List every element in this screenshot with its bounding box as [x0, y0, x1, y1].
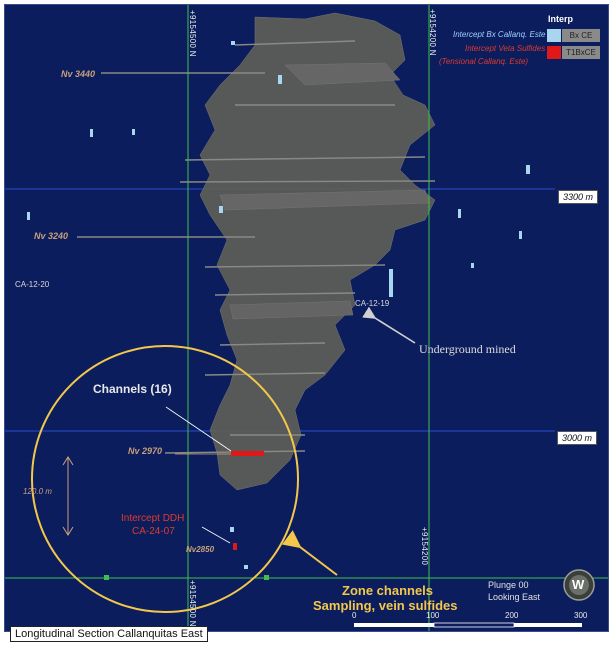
- section-svg: [5, 5, 608, 631]
- dimension-label: 120.0 m: [23, 487, 52, 496]
- grid-node: [104, 575, 109, 580]
- zone-channels-label: Zone channels: [342, 583, 434, 598]
- grid-node: [264, 575, 269, 580]
- dimension-arrow: [62, 456, 74, 536]
- scale-tick-200: 200: [505, 611, 519, 620]
- grid-label-bottom-right: +9154200: [420, 527, 429, 566]
- grid-label-top-left: +9154500 N: [188, 10, 197, 57]
- zone-arrow: [281, 530, 338, 576]
- ddh-leader: [201, 526, 231, 544]
- drillhole-ca-12-19: CA-12-19: [355, 299, 390, 308]
- scale-tick-0: 0: [352, 611, 357, 620]
- legend-item-tensional-text: (Tensional Callanq. Este): [439, 57, 529, 66]
- elevation-label-3300: 3300 m: [558, 190, 599, 204]
- legend-box-bx: Bx CE: [562, 29, 600, 42]
- scale-bar: [354, 622, 582, 628]
- grid-label-top-right: +9154200 N: [428, 9, 437, 56]
- underground-mined-label: Underground mined: [419, 342, 516, 356]
- intercept-ddh-label: Intercept DDH: [121, 513, 185, 524]
- elevation-label-3000: 3000 m: [557, 431, 598, 445]
- channels-label: Channels (16): [93, 382, 172, 396]
- section-view: Interp Intercept Bx Callanq. Este Bx CE …: [4, 4, 609, 632]
- channel-intercept: [231, 451, 264, 456]
- drillhole-ca-12-20: CA-12-20: [15, 280, 50, 289]
- looking-label: Looking East: [488, 592, 541, 602]
- compass-letter: W: [572, 577, 585, 592]
- legend-item-sulfides-text: Intercept Veta Sulfides: [465, 44, 546, 53]
- plunge-label: Plunge 00: [488, 580, 529, 590]
- legend-swatch-sulfides: [547, 46, 561, 59]
- scale-tick-300: 300: [574, 611, 588, 620]
- scale-tick-100: 100: [426, 611, 440, 620]
- zone-circle: [31, 345, 299, 613]
- intercept-hole-label: CA-24-07: [132, 526, 175, 537]
- legend-item-bx-text: Intercept Bx Callanq. Este: [453, 30, 546, 39]
- level-3440: Nv 3440: [61, 69, 96, 79]
- legend-title: Interp: [548, 14, 574, 24]
- section-caption: Longitudinal Section Callanquitas East: [10, 626, 208, 642]
- drillhole-markers: [27, 41, 530, 569]
- compass-icon: [563, 569, 595, 601]
- legend-swatch-bx: [547, 29, 561, 42]
- level-2850: Nv2850: [186, 545, 215, 554]
- level-3240: Nv 3240: [34, 231, 69, 241]
- ddh-intercept: [233, 543, 237, 550]
- level-2970: Nv 2970: [128, 446, 163, 456]
- underground-workings: [199, 12, 436, 491]
- grid-label-bottom-left: +9154500 N: [188, 580, 197, 627]
- legend-box-t1bx: T1BxCE: [562, 46, 600, 59]
- underground-arrow: [362, 306, 416, 344]
- zone-sampling-label: Sampling, vein sulfides: [313, 598, 458, 613]
- channels-leader: [165, 406, 232, 452]
